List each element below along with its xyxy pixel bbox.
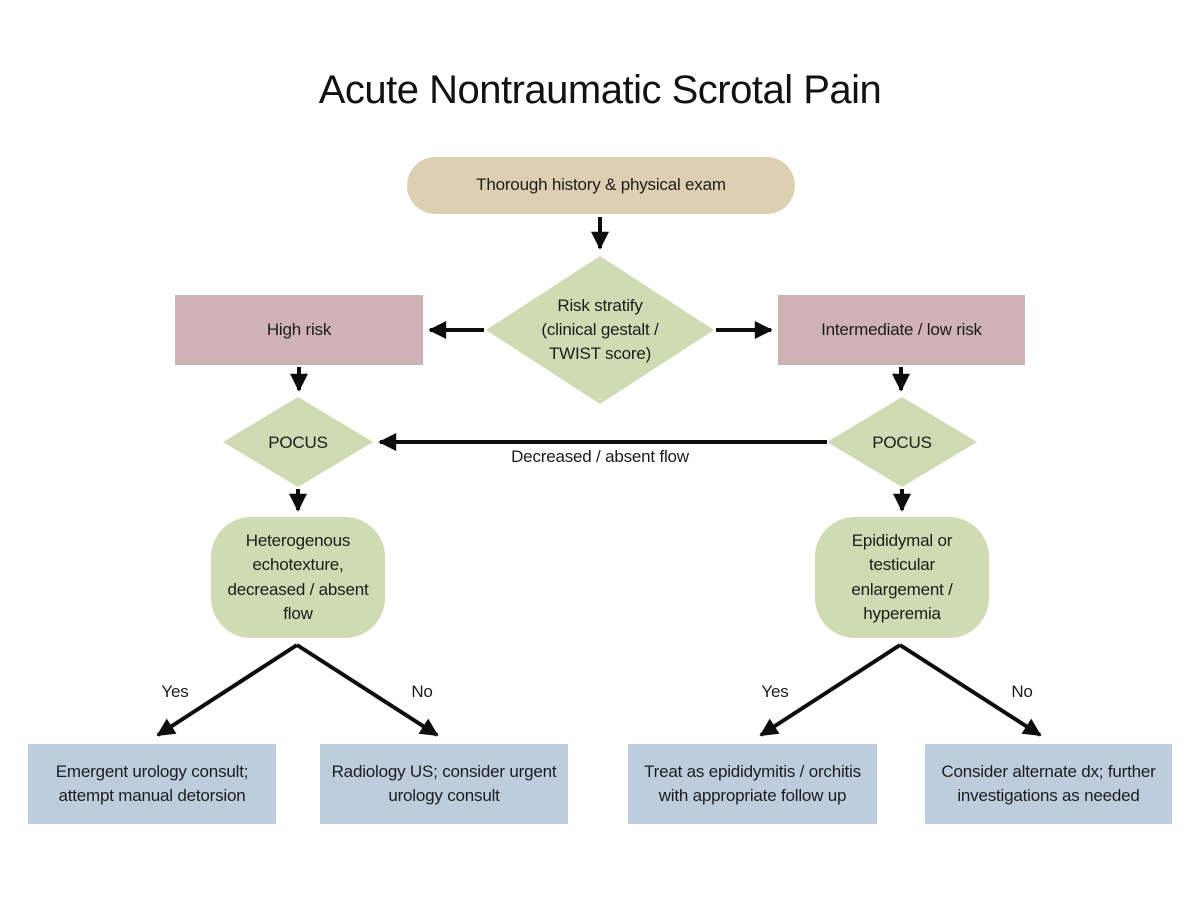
node-intermediate-low-risk: Intermediate / low risk: [778, 295, 1025, 365]
page-title: Acute Nontraumatic Scrotal Pain: [318, 68, 882, 112]
node-outcome-emergent-urology: Emergent urology consult; attempt manual…: [28, 744, 276, 824]
node-pocus-left-label: POCUS: [268, 433, 328, 452]
node-heterogenous-echotexture: Heterogenous echotexture, decreased / ab…: [211, 517, 385, 638]
node-outcome-treat-epididymitis-label: Treat as epididymitis / orchitis with ap…: [644, 761, 861, 805]
edge-label-yes-left: Yes: [161, 682, 189, 701]
node-pocus-right-label: POCUS: [872, 433, 932, 452]
node-risk-stratify-label: Risk stratify (clinical gestalt / TWIST …: [541, 296, 659, 364]
node-outcome-alternate-dx-label: Consider alternate dx; further investiga…: [941, 761, 1156, 805]
node-heterogenous-echotexture-label: Heterogenous echotexture, decreased / ab…: [227, 531, 369, 623]
node-history-physical-exam: Thorough history & physical exam: [407, 157, 795, 214]
node-history-physical-exam-label: Thorough history & physical exam: [476, 175, 726, 195]
node-intermediate-low-risk-label: Intermediate / low risk: [821, 319, 982, 339]
node-outcome-radiology-us: Radiology US; consider urgent urology co…: [320, 744, 568, 824]
edge-label-no-right: No: [1011, 682, 1033, 701]
node-high-risk: High risk: [175, 295, 423, 365]
node-high-risk-label: High risk: [266, 319, 332, 339]
node-outcome-treat-epididymitis: Treat as epididymitis / orchitis with ap…: [628, 744, 877, 824]
edge-label-no-left: No: [411, 682, 433, 701]
node-epididymal-enlargement: Epididymal or testicular enlargement / h…: [815, 517, 989, 638]
edge-label-yes-right: Yes: [761, 682, 789, 701]
node-outcome-radiology-us-label: Radiology US; consider urgent urology co…: [331, 761, 557, 805]
edge-label-decreased-absent-flow: Decreased / absent flow: [511, 447, 689, 466]
node-outcome-alternate-dx: Consider alternate dx; further investiga…: [925, 744, 1172, 824]
node-epididymal-enlargement-label: Epididymal or testicular enlargement / h…: [851, 531, 953, 623]
node-outcome-emergent-urology-label: Emergent urology consult; attempt manual…: [55, 761, 249, 805]
